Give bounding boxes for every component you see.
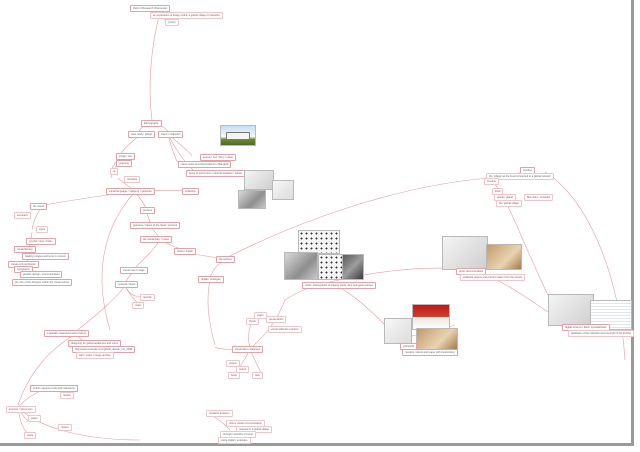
diagram-node: records (140, 294, 155, 302)
cards-photo (342, 254, 364, 280)
diagram-node: case study: global (128, 131, 155, 139)
bus-photo (220, 125, 256, 146)
printed-matter-photo (486, 244, 522, 270)
object-photo (238, 190, 266, 209)
edge (225, 177, 491, 259)
diagram-node: the visual diary / notes (140, 236, 172, 244)
diagram-node: project (226, 360, 240, 368)
diagram-node: collection (182, 188, 199, 196)
diagram-node: visual map / image (120, 267, 148, 275)
papers-photo (442, 236, 488, 270)
receipt-photo (384, 318, 412, 344)
connection-lines (17, 11, 626, 441)
diagram-node: research question (206, 410, 233, 418)
diagram-node: (more) (165, 19, 179, 27)
diagram-node: future / digital (174, 248, 196, 256)
edge (149, 11, 161, 121)
diagram-node: thesis (246, 318, 259, 326)
diagram-node: the 'global village' (496, 200, 523, 208)
diagram-node: paper (28, 415, 41, 423)
diagram-node: the 'village' as the local connected to … (486, 173, 554, 181)
diagram-node: visual data / diagrams (232, 346, 264, 354)
diagram-node: presentation (266, 316, 287, 324)
diagram-node: process (140, 207, 156, 215)
diagram-node: items of ephemera / material artefacts /… (186, 170, 246, 178)
ticket-photo (272, 180, 294, 200)
diagram-node: ta (110, 168, 119, 176)
diagram-node: database of the collection and records o… (568, 330, 635, 338)
handwriting-photo (416, 328, 458, 350)
diagram-node: visual language / mapping / networks (106, 188, 155, 196)
edge (74, 285, 126, 333)
edge (134, 239, 161, 269)
diagram-node: online mapping tools and collections (30, 385, 78, 393)
diagram-node: signs (36, 226, 49, 234)
diagram-node: the visual (30, 203, 47, 211)
diagram-node: mapping (116, 160, 132, 168)
diagram-node: sources / references (6, 406, 36, 414)
edge (17, 333, 76, 406)
diagram-node: semiotics (14, 212, 31, 220)
diagram-node: timeline (484, 178, 499, 186)
diagram-node: review (60, 392, 74, 400)
diagram-node: locale / site (116, 153, 135, 161)
diagram-node: visual reflective practice (268, 326, 302, 334)
diagram-node: output (236, 366, 250, 374)
ephemera-photo (244, 170, 274, 190)
diagram-node: book (228, 372, 240, 380)
diagram-node: graphic design / communication (20, 271, 63, 279)
diagram-node: network / place (115, 281, 139, 289)
edge (17, 406, 141, 441)
diagram-node: collected papers and printed matter from… (460, 274, 526, 282)
game-pieces-photo (284, 252, 318, 280)
edge (489, 177, 561, 321)
diagram-node: travel / collection (158, 131, 184, 139)
diagram-node: receipts, tickets and paper with handwri… (402, 349, 458, 357)
diagram-node: review (58, 424, 72, 432)
diagram-node: the archive (216, 256, 235, 264)
diagram-node: an exploration of design within a global… (150, 12, 223, 20)
diagram-node: McLuhan / networks (524, 194, 554, 202)
diagram-node: gestures / traces of the hand / process (130, 222, 181, 230)
diagram-node: journey: bus / ferry / plane (200, 154, 236, 162)
diagram-node: digital / analogue (198, 276, 224, 284)
diagram-node-root: Field of Research (Discourse) (130, 5, 171, 13)
edge (248, 321, 253, 350)
diagram-node: paper (254, 312, 267, 320)
diagram-node: cards: photographs of playing cards, dic… (302, 282, 376, 290)
document-photo (548, 294, 594, 326)
dice-photo (318, 254, 344, 280)
diagram-node: the role of the designer within the visu… (12, 279, 73, 287)
edge (207, 279, 216, 346)
diagram-node: Ethnography (141, 120, 162, 128)
postcard-photo (412, 304, 450, 330)
diagram-node: notes (24, 432, 37, 440)
diagram-node: visual literacy (14, 246, 36, 254)
diagram-node: using digital / analogue (218, 437, 251, 445)
diagram-node: reading images and texts in context (22, 253, 69, 261)
diagram-node: notes (132, 302, 145, 310)
diagram-node: a globally networked world culture (44, 330, 90, 338)
diagram-node: travel notes and observations in Bangkok (178, 161, 232, 169)
diagram-node: web (252, 372, 263, 380)
playing-cards-photo (298, 230, 340, 254)
diagram-node: web / maps / image archive (76, 352, 114, 360)
edge (101, 191, 136, 331)
diagram-node: symbol / sign / index (26, 238, 56, 246)
mind-map-canvas: Field of Research (Discourse) an explora… (0, 0, 635, 446)
diagram-node: narrative (124, 176, 141, 184)
